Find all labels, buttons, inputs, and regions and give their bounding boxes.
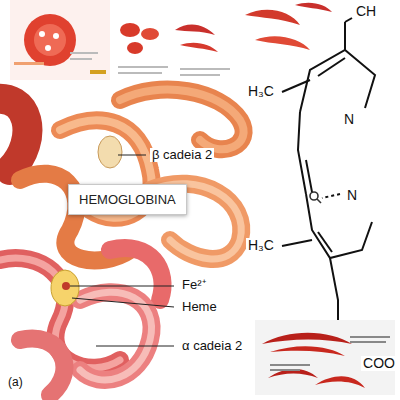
part-label: α cadeia 2 bbox=[180, 339, 244, 353]
chem-group: CH bbox=[354, 4, 378, 19]
box-title: HEMOGLOBINA bbox=[79, 192, 176, 207]
rbc-inset bbox=[10, 0, 110, 80]
chem-group: H₃C bbox=[246, 238, 276, 253]
atom-label: N bbox=[345, 188, 359, 203]
hemoglobin-tubes bbox=[0, 90, 244, 395]
figure-letter: (a) bbox=[6, 376, 25, 389]
heme-structure bbox=[282, 18, 375, 352]
part-label: Fe²⁺ bbox=[180, 278, 208, 292]
search-icon bbox=[310, 192, 321, 203]
part-label: β cadeia 2 bbox=[150, 148, 214, 162]
heme-group bbox=[51, 136, 122, 306]
chem-group: COO bbox=[361, 356, 397, 371]
chem-group: H₃C bbox=[246, 84, 276, 99]
sickle-inset bbox=[110, 0, 332, 95]
title-box: HEMOGLOBINA bbox=[68, 184, 187, 215]
atom-label: N bbox=[342, 112, 356, 127]
part-label: Heme bbox=[180, 300, 219, 314]
